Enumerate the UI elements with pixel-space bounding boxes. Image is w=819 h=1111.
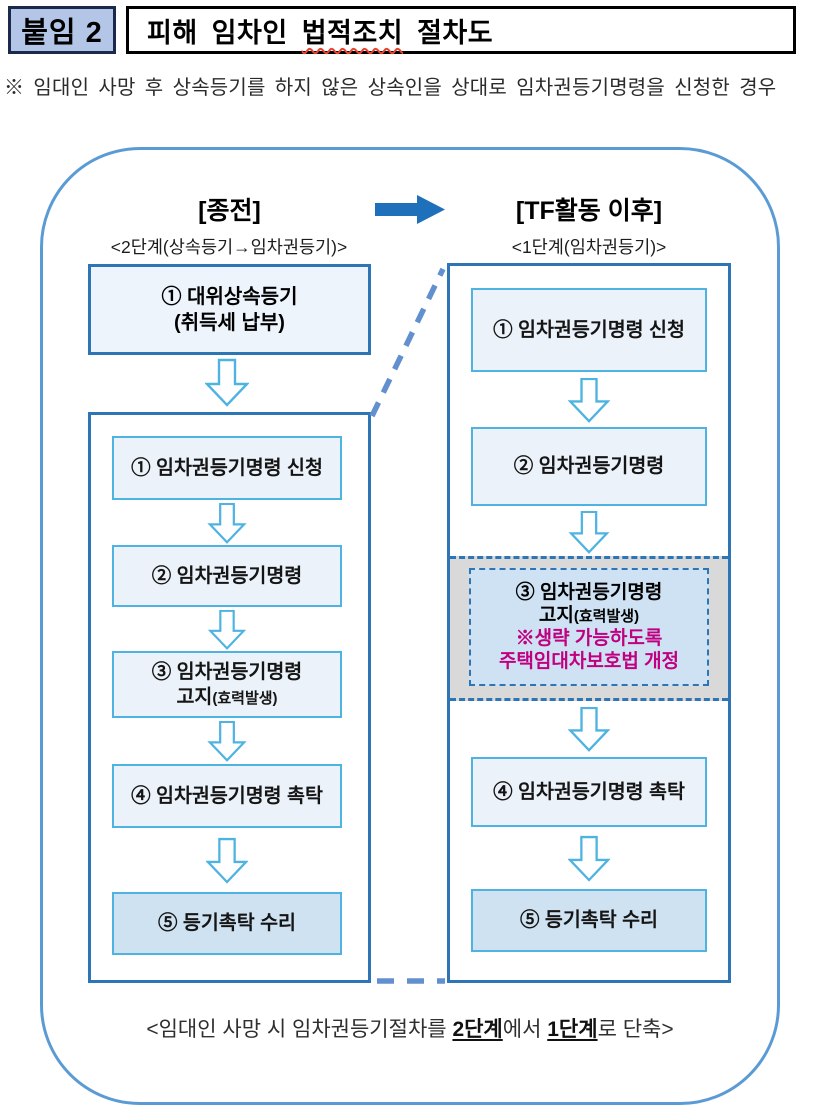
down-arrow-icon <box>568 835 610 882</box>
down-arrow-icon <box>568 511 610 554</box>
down-arrow-icon <box>568 378 610 423</box>
down-arrow-icon <box>207 610 247 650</box>
summary-caption-part2: 에서 <box>502 1018 548 1041</box>
after-step-3-line1: ③ 임차권등기명령 <box>515 581 663 603</box>
before-step-3-line2: 고지(효력발생) <box>176 685 278 708</box>
summary-caption: <임대인 사망 시 임차권등기절차를 2단계에서 1단계로 단축> <box>40 1013 780 1043</box>
transition-right-arrow-icon <box>375 195 445 224</box>
before-step-3-line1: ③ 임차권등기명령 <box>151 661 303 684</box>
before-column-caption: <2단계(상속등기→임차권등기)> <box>110 237 348 257</box>
page-title-suffix: 절차도 <box>403 17 494 48</box>
down-arrow-icon <box>568 707 610 752</box>
summary-caption-part3: 로 단축> <box>597 1018 674 1041</box>
before-pre-step-box: ① 대위상속등기 (취득세 납부) <box>88 264 371 355</box>
before-step-3: ③ 임차권등기명령 고지(효력발생) <box>112 651 342 718</box>
attachment-badge-label: 붙임 2 <box>21 17 103 49</box>
attachment-badge: 붙임 2 <box>8 6 116 54</box>
before-column-title: [종전] <box>198 197 261 225</box>
document-title-box: 피해 임차인 법적조치 절차도 <box>126 6 796 54</box>
before-pre-step-line1: ① 대위상속등기 <box>161 285 298 308</box>
after-step-4: ④ 임차권등기명령 촉탁 <box>471 757 707 827</box>
down-arrow-icon <box>207 503 247 544</box>
before-step-1: ① 임차권등기명령 신청 <box>112 436 342 500</box>
summary-caption-part1: <임대인 사망 시 임차권등기절차를 <box>146 1018 453 1041</box>
subtitle-note: ※ 임대인 사망 후 상속등기를 하지 않은 상속인을 상대로 임차권등기명령을… <box>4 77 777 99</box>
page-title: 피해 임차인 법적조치 절차도 <box>147 11 493 50</box>
after-step-3-line2: 고지(효력발생) <box>538 604 640 626</box>
after-step-3-note2: 주택임대차보호법 개정 <box>498 651 680 673</box>
after-step-1: ① 임차권등기명령 신청 <box>471 288 707 372</box>
down-arrow-icon <box>205 358 249 407</box>
after-column-caption: <1단계(임차권등기)> <box>511 237 667 257</box>
after-step-2: ② 임차권등기명령 <box>471 427 707 506</box>
highlight-step-box: ③ 임차권등기명령 고지(효력발생) ※생략 가능하도록 주택임대차보호법 개정 <box>469 568 709 686</box>
after-step-3-note1: ※생략 가능하도록 <box>515 628 663 649</box>
after-column-title: [TF활동 이후] <box>515 197 663 225</box>
after-step-5: ⑤ 등기촉탁 수리 <box>471 889 707 952</box>
summary-caption-em2: 1단계 <box>547 1018 598 1041</box>
before-step-4: ④ 임차권등기명령 촉탁 <box>112 764 342 828</box>
page-title-prefix: 피해 임차인 <box>147 17 302 48</box>
before-step-2: ② 임차권등기명령 <box>112 545 342 607</box>
down-arrow-icon <box>207 721 247 762</box>
before-step-5: ⑤ 등기촉탁 수리 <box>112 892 342 955</box>
down-arrow-icon <box>206 837 248 884</box>
before-pre-step-line2: (취득세 납부) <box>174 311 285 334</box>
summary-caption-em1: 2단계 <box>452 1018 503 1041</box>
page-title-spellcheck-word: 법적조치 <box>301 17 404 48</box>
